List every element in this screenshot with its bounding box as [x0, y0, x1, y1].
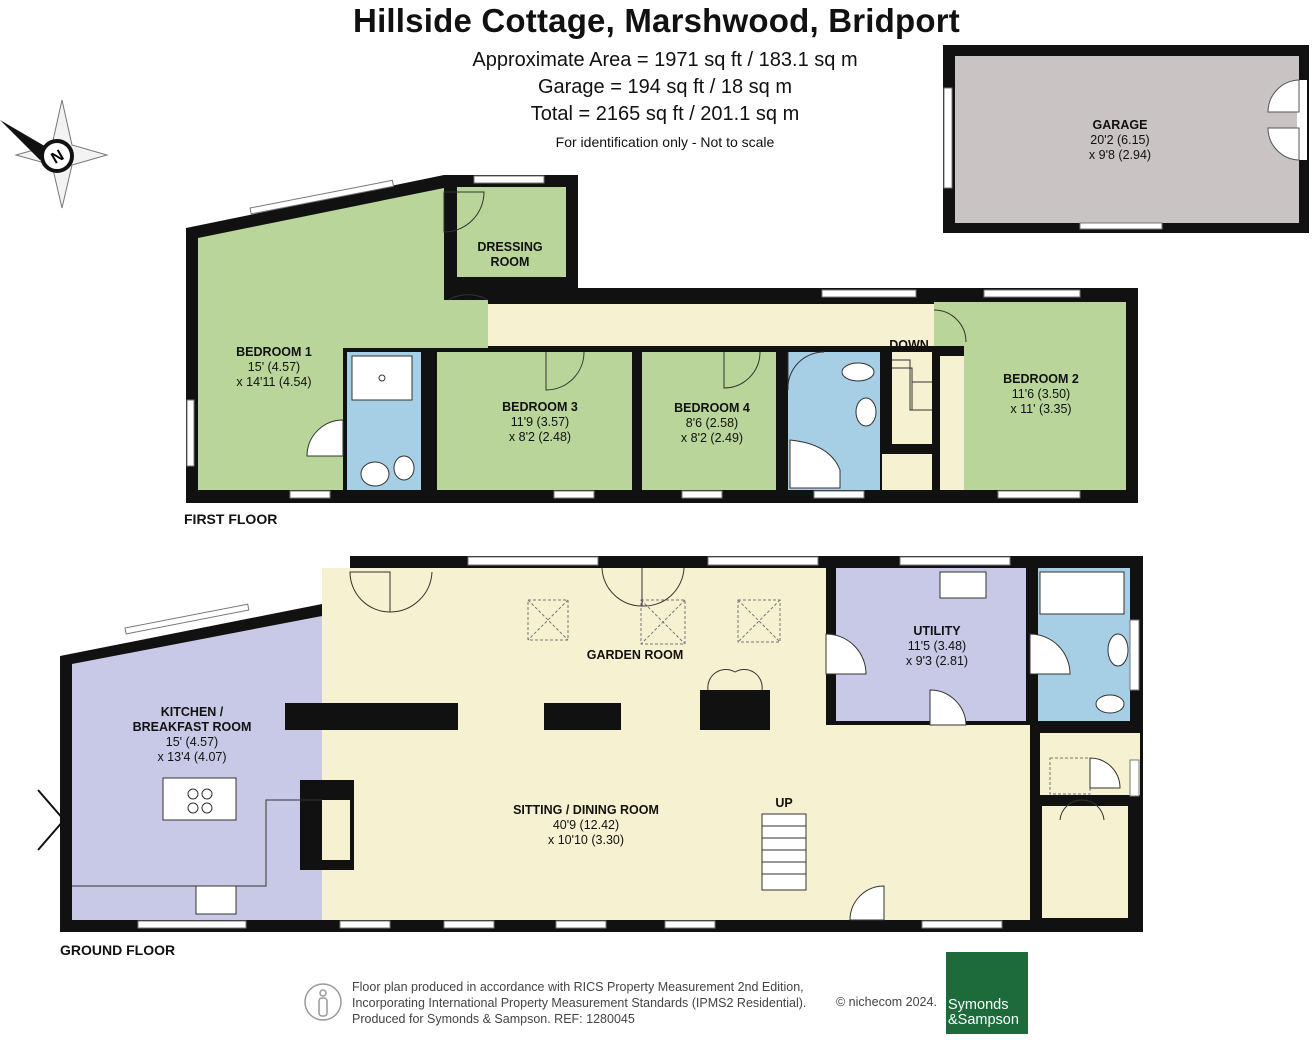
- area-total: Total = 2165 sq ft / 201.1 sq m: [530, 103, 800, 125]
- bedroom2-label: BEDROOM 2 11'6 (3.50) x 11' (3.35): [1003, 372, 1079, 416]
- bedroom3-label: BEDROOM 3 11'9 (3.57) x 8'2 (2.48): [502, 400, 578, 444]
- stairs-down-label: DOWN: [889, 338, 929, 352]
- first-floor: [186, 175, 1138, 503]
- stairs-up-label: UP: [775, 796, 793, 810]
- scale-note: For identification only - Not to scale: [555, 134, 775, 150]
- sitting-room-label: SITTING / DINING ROOM 40'9 (12.42) x 10'…: [513, 803, 659, 847]
- page-title: Hillside Cottage, Marshwood, Bridport: [353, 2, 960, 39]
- area-garage: Garage = 194 sq ft / 18 sq m: [537, 76, 793, 98]
- first-floor-label: FIRST FLOOR: [184, 511, 278, 527]
- utility-label: UTILITY 11'5 (3.48) x 9'3 (2.81): [905, 624, 969, 668]
- compass-icon: N: [0, 99, 109, 209]
- dressing-room-label: DRESSING ROOM: [477, 240, 543, 269]
- ground-floor-label: GROUND FLOOR: [60, 942, 176, 958]
- garden-room-label: GARDEN ROOM: [586, 648, 684, 662]
- garage-label: GARAGE 20'2 (6.15) x 9'8 (2.94): [1088, 118, 1152, 162]
- copyright: © nichecom 2024.: [836, 995, 937, 1009]
- footer-notes: Floor plan produced in accordance with R…: [352, 980, 807, 1026]
- garage-room: [943, 45, 1309, 233]
- bedroom1-label: BEDROOM 1 15' (4.57) x 14'11 (4.54): [236, 345, 312, 389]
- bedroom4-label: BEDROOM 4 8'6 (2.58) x 8'2 (2.49): [674, 401, 750, 445]
- person-icon: [304, 983, 342, 1021]
- area-approximate: Approximate Area = 1971 sq ft / 183.1 sq…: [472, 49, 858, 71]
- symonds-sampson-logo: Symonds &Sampson: [946, 952, 1028, 1034]
- ground-floor: [37, 556, 1143, 932]
- kitchen-label: KITCHEN / BREAKFAST ROOM 15' (4.57) x 13…: [132, 705, 252, 764]
